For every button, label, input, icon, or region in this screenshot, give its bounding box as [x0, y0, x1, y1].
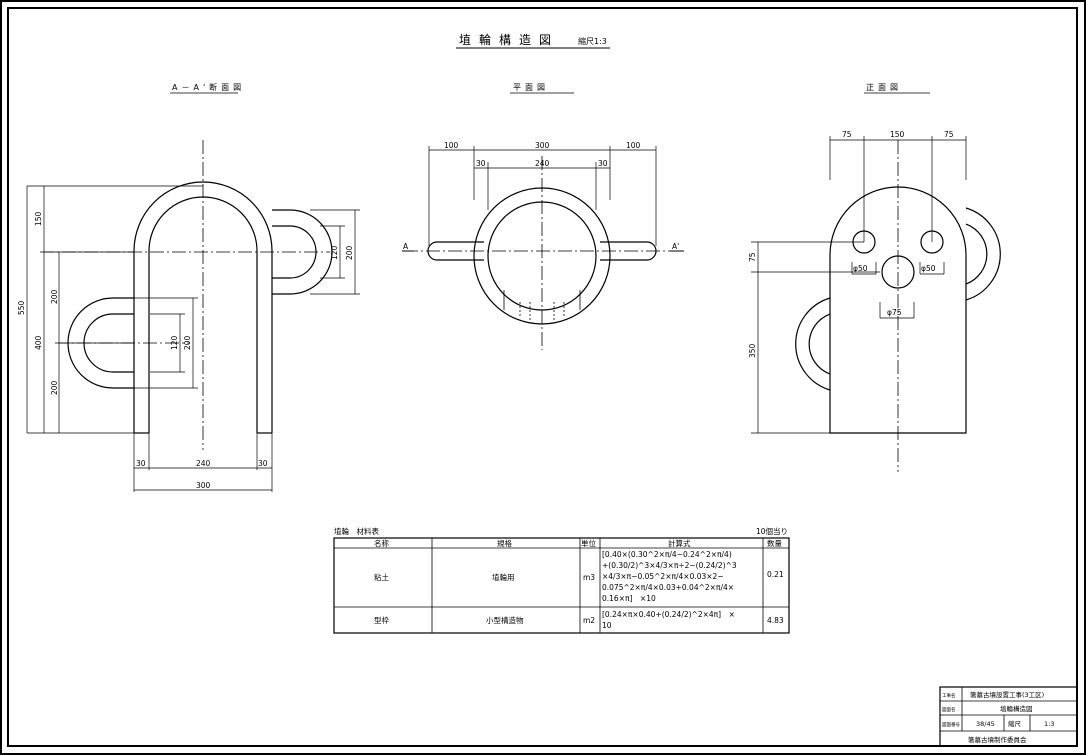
row1-spec: 埴輪用	[492, 572, 515, 582]
materials-table: 埴輪 材料表 10個当り 名称 規格 単位 計算式 数量 粘土 埴輪用 m3 […	[333, 526, 790, 634]
plan-view	[404, 156, 684, 350]
dim-front-h-75: 75	[748, 252, 757, 262]
tb-drawing-name: 埴輪構造図	[1000, 704, 1033, 713]
dim-w-200-upper: 200	[345, 245, 354, 260]
dim-w-120-lower: 120	[170, 335, 179, 350]
dim-plan-left: 100	[444, 141, 459, 150]
front-dimensions	[751, 136, 967, 434]
tb-label-sheet: 図面番号	[942, 721, 960, 728]
table-caption: 埴輪 材料表	[334, 526, 379, 536]
front-handle-right-inner	[965, 223, 988, 285]
section-mark-left: A	[403, 242, 409, 251]
dim-bot-right: 30	[258, 459, 268, 468]
table-header-name: 名称	[374, 538, 389, 548]
table-header-formula: 計算式	[668, 538, 691, 548]
tb-sheet-no: 38/45	[976, 720, 995, 728]
section-dim-labels: 550 150 400 200 200 120 200 120 200 30 2…	[17, 211, 354, 490]
dim-plan-inner-left: 30	[476, 159, 486, 168]
dim-w-200-lower: 200	[183, 335, 192, 350]
table-header-unit: 単位	[581, 538, 596, 548]
dim-plan-inner-mid: 240	[535, 159, 550, 168]
row2-spec: 小型構造物	[486, 615, 524, 625]
title-block: 工事名 図面名 図面番号 箸墓古墳設置工事(3工区) 埴輪構造図 38/45 縮…	[939, 686, 1078, 747]
plan-view-title: 平面図	[513, 83, 549, 92]
dim-bot-total: 300	[196, 481, 211, 490]
dim-h-total: 550	[17, 300, 26, 315]
front-view-title: 正面図	[866, 83, 902, 92]
row1-name: 粘土	[374, 572, 389, 582]
row2-formula-l2: 10	[602, 621, 612, 630]
drawing-title: 埴輪構造図	[459, 32, 559, 47]
row1-unit: m3	[583, 573, 595, 582]
front-dim-labels: 75 150 75 75 350 φ50 φ50 φ75	[748, 130, 954, 358]
dim-front-right: 75	[944, 130, 954, 139]
dim-front-hole-right: φ50	[921, 264, 936, 273]
front-handle-right	[965, 207, 1001, 301]
row2-unit: m2	[583, 616, 595, 625]
dim-w-120-upper: 120	[330, 245, 339, 260]
row2-qty: 4.83	[767, 616, 784, 625]
section-handle-upper	[272, 209, 333, 295]
plan-dim-labels: 100 300 100 30 240 30 A A'	[402, 141, 684, 252]
row1-formula-l4: 0.075^2×π/4×0.03+0.04^2×π/4×	[602, 583, 734, 592]
tb-project: 箸墓古墳設置工事(3工区)	[970, 690, 1044, 699]
dim-plan-right: 100	[626, 141, 641, 150]
inner-border	[7, 7, 1078, 747]
dim-h-top: 150	[34, 211, 43, 226]
dim-h-c: 200	[50, 380, 59, 395]
front-handle-left-inner	[808, 313, 831, 375]
section-mark-right: A'	[672, 242, 679, 251]
tb-owner: 箸墓古墳制作委員会	[968, 735, 1027, 744]
row1-qty: 0.21	[767, 570, 784, 579]
dim-h-mid: 400	[34, 335, 43, 350]
table-header-spec: 規格	[497, 538, 512, 548]
row2-name: 型枠	[374, 615, 389, 625]
dim-bot-mid: 240	[196, 459, 211, 468]
tb-label-drawing: 図面名	[942, 706, 956, 713]
dim-bot-left: 30	[136, 459, 146, 468]
dim-front-h-350: 350	[748, 343, 757, 358]
row2-formula-l1: [0.24×π×0.40+(0.24/2)^2×4π] ×	[602, 610, 735, 619]
dim-front-left: 75	[842, 130, 852, 139]
drawing-scale: 縮尺1:3	[578, 36, 607, 46]
front-body	[829, 186, 967, 434]
dim-front-hole-center: φ75	[887, 308, 902, 317]
section-dimensions	[26, 185, 360, 492]
section-body-outer	[133, 181, 273, 433]
row1-formula-l3: ×4/3×π−0.05^2×π/4×0.03×2−	[602, 572, 724, 581]
section-view-title: A－A'断面図	[172, 82, 245, 92]
plan-dimensions	[428, 146, 657, 246]
dim-h-a: 200	[50, 289, 59, 304]
row1-formula-l2: +(0.30/2)^3×4/3×π÷2−(0.24/2)^3	[602, 561, 737, 570]
front-handle-left	[795, 297, 831, 391]
tb-scale-key: 縮尺	[1008, 719, 1022, 728]
dim-front-hole-left: φ50	[853, 264, 868, 273]
dim-front-mid: 150	[890, 130, 905, 139]
dim-plan-inner-right: 30	[598, 159, 608, 168]
dim-plan-total: 300	[535, 141, 550, 150]
table-unit-note: 10個当り	[756, 526, 788, 536]
row1-formula-l5: 0.16×π] ×10	[602, 594, 656, 603]
table-header-qty: 数量	[767, 538, 782, 548]
tb-label-project: 工事名	[942, 692, 956, 699]
tb-scale: 1:3	[1044, 720, 1054, 728]
row1-formula-l1: [0.40×(0.30^2×π/4−0.24^2×π/4)	[602, 550, 732, 559]
